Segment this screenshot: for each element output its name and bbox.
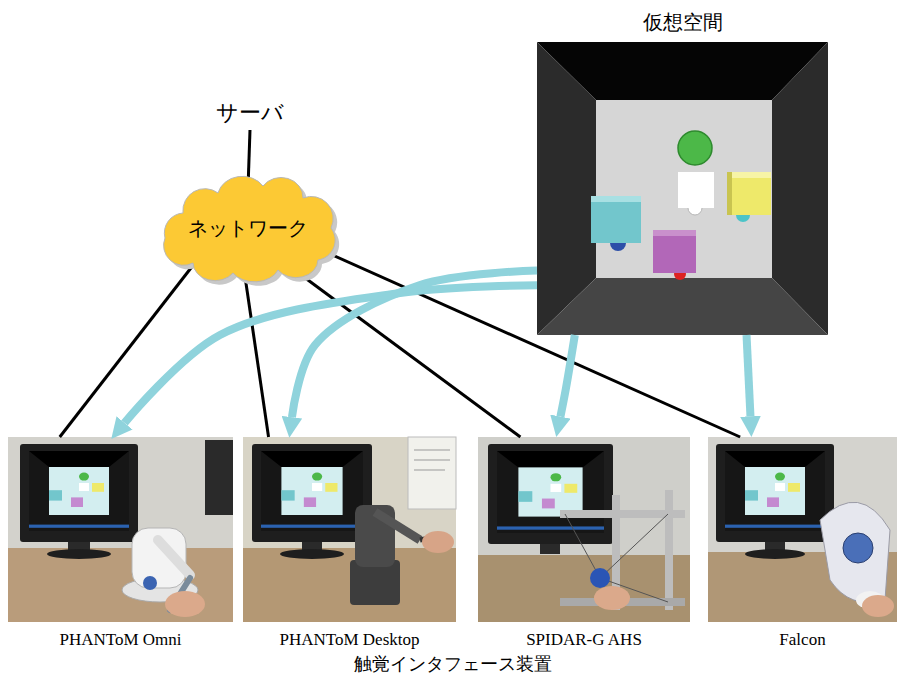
node-label: PHANToM Desktop — [279, 630, 419, 650]
virtual-space-panel: 仮想空間 — [537, 42, 828, 335]
magenta-cube — [653, 230, 696, 273]
data-flow-arrow — [747, 335, 751, 416]
photo-desktop — [243, 437, 456, 622]
photo-omni — [158, 540, 190, 575]
photo-falcon — [843, 533, 873, 563]
cyan-cube — [591, 196, 641, 243]
room-wall — [537, 278, 828, 335]
photo-spidar — [590, 568, 610, 588]
photo-spidar — [540, 544, 560, 554]
photo-omni — [8, 548, 233, 622]
cyan-cube — [591, 196, 641, 202]
photo-desktop — [243, 548, 456, 622]
white-cube — [678, 172, 714, 208]
cloud-shape — [164, 176, 336, 282]
yellow-cube — [727, 172, 732, 215]
node-label: サーバ — [216, 98, 284, 128]
photo-spidar — [488, 444, 613, 544]
room-floor — [596, 100, 772, 278]
network-line — [328, 253, 740, 437]
photo-falcon — [708, 437, 897, 622]
node-label: SPIDAR-G AHS — [526, 630, 642, 650]
photo-omni — [205, 440, 233, 515]
node-label: 仮想空間 — [643, 9, 723, 36]
device-photo: PHANToM Desktop — [243, 437, 456, 622]
device-photo: PHANToM Omni — [8, 437, 233, 622]
photo-falcon — [745, 549, 805, 559]
photo-spidar — [600, 514, 668, 578]
photo-spidar — [478, 437, 690, 622]
photo-desktop — [414, 460, 450, 461]
device-photo: SPIDAR-G AHS — [478, 437, 690, 622]
photo-falcon — [820, 502, 890, 602]
photo-omni — [20, 444, 138, 542]
photo-falcon — [862, 595, 894, 617]
photo-desktop — [414, 470, 445, 471]
photo-desktop — [422, 531, 454, 553]
photo-desktop — [243, 437, 456, 622]
node-label: Falcon — [779, 630, 825, 650]
network-cloud: ネットワーク — [153, 178, 343, 278]
group-caption: 触覚インタフェース装置 — [354, 652, 552, 676]
photo-desktop — [280, 549, 344, 559]
photo-omni — [143, 576, 157, 590]
photo-desktop — [375, 512, 420, 540]
virtual-room — [537, 42, 828, 335]
yellow-cube — [727, 172, 771, 178]
photo-spidar — [478, 555, 690, 622]
photo-omni — [47, 549, 111, 559]
photo-omni — [8, 437, 233, 622]
photo-spidar — [565, 514, 600, 578]
data-flow-arrow — [560, 335, 574, 417]
photo-desktop — [252, 444, 372, 542]
photo-spidar — [497, 451, 604, 533]
photo-falcon — [716, 444, 834, 542]
magenta-cube — [653, 230, 696, 236]
photo-omni — [29, 451, 129, 531]
network-line — [244, 271, 268, 437]
photo-falcon — [725, 451, 825, 531]
green-disc — [678, 131, 712, 165]
node-label: ネットワーク — [188, 215, 308, 242]
photo-spidar — [594, 586, 630, 610]
device-photo: Falcon — [708, 437, 897, 622]
photo-desktop — [408, 437, 456, 509]
yellow-cube — [727, 172, 771, 215]
photo-spidar — [665, 490, 673, 610]
photo-falcon — [708, 437, 897, 622]
data-flow-arrow — [292, 271, 537, 418]
photo-spidar — [478, 437, 690, 622]
node-label: PHANToM Omni — [59, 630, 181, 650]
network-line — [60, 263, 195, 437]
photo-omni — [8, 437, 233, 622]
server-label: サーバ — [210, 96, 290, 130]
data-flow-arrow — [125, 285, 537, 423]
photo-desktop — [261, 451, 363, 531]
photo-desktop — [414, 450, 450, 451]
photo-omni — [165, 591, 205, 617]
